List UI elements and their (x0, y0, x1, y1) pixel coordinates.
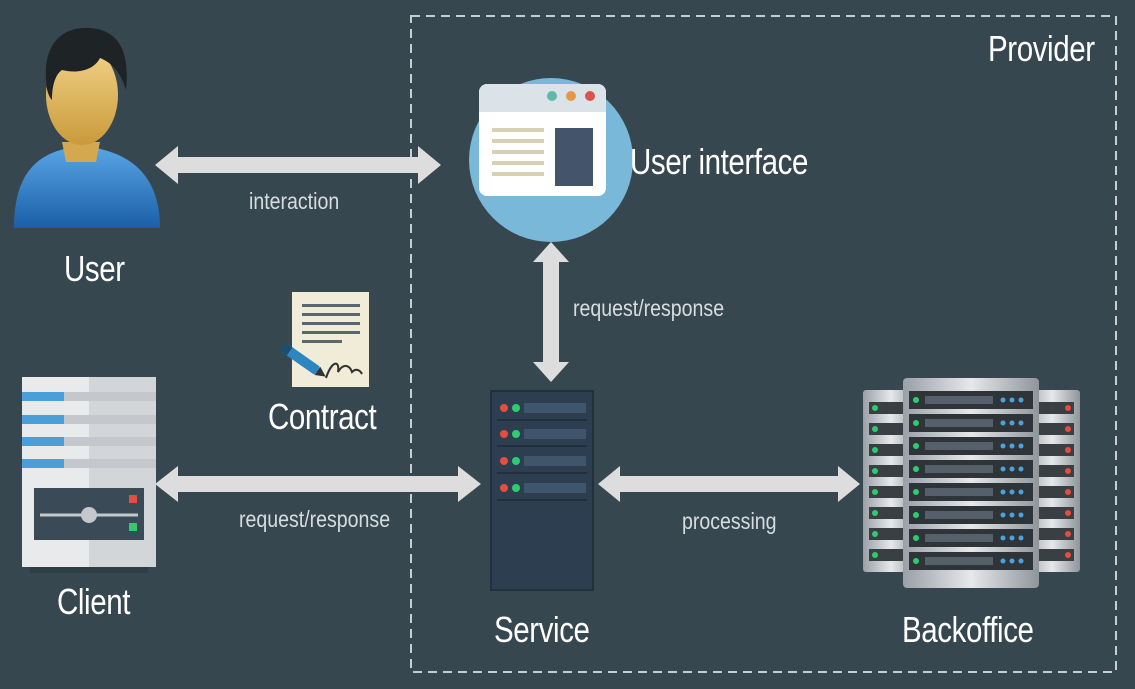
signed-contract-icon (280, 292, 369, 387)
provider-boundary (410, 15, 1117, 673)
arrow-service-backoffice (598, 466, 860, 502)
server-stack-icon (863, 378, 1080, 588)
user-avatar-icon (14, 27, 160, 228)
client-computer-icon (22, 377, 156, 573)
edge-label-ui-service: request/response (573, 295, 725, 321)
user-label: User (64, 248, 125, 289)
arrow-user-ui (155, 146, 441, 184)
browser-window-icon (469, 78, 633, 242)
edge-label-client-service: request/response (239, 506, 391, 532)
edge-label-interaction: interaction (249, 188, 340, 214)
edge-label-processing: processing (682, 508, 777, 534)
contract-label: Contract (268, 396, 377, 437)
backoffice-label: Backoffice (902, 609, 1034, 650)
server-rack-icon (490, 390, 594, 591)
user-interface-label: User interface (630, 141, 809, 182)
service-label: Service (494, 609, 590, 650)
provider-label: Provider (988, 28, 1095, 69)
arrow-client-service (155, 466, 481, 502)
arrow-ui-service (533, 242, 569, 382)
client-label: Client (57, 581, 131, 622)
